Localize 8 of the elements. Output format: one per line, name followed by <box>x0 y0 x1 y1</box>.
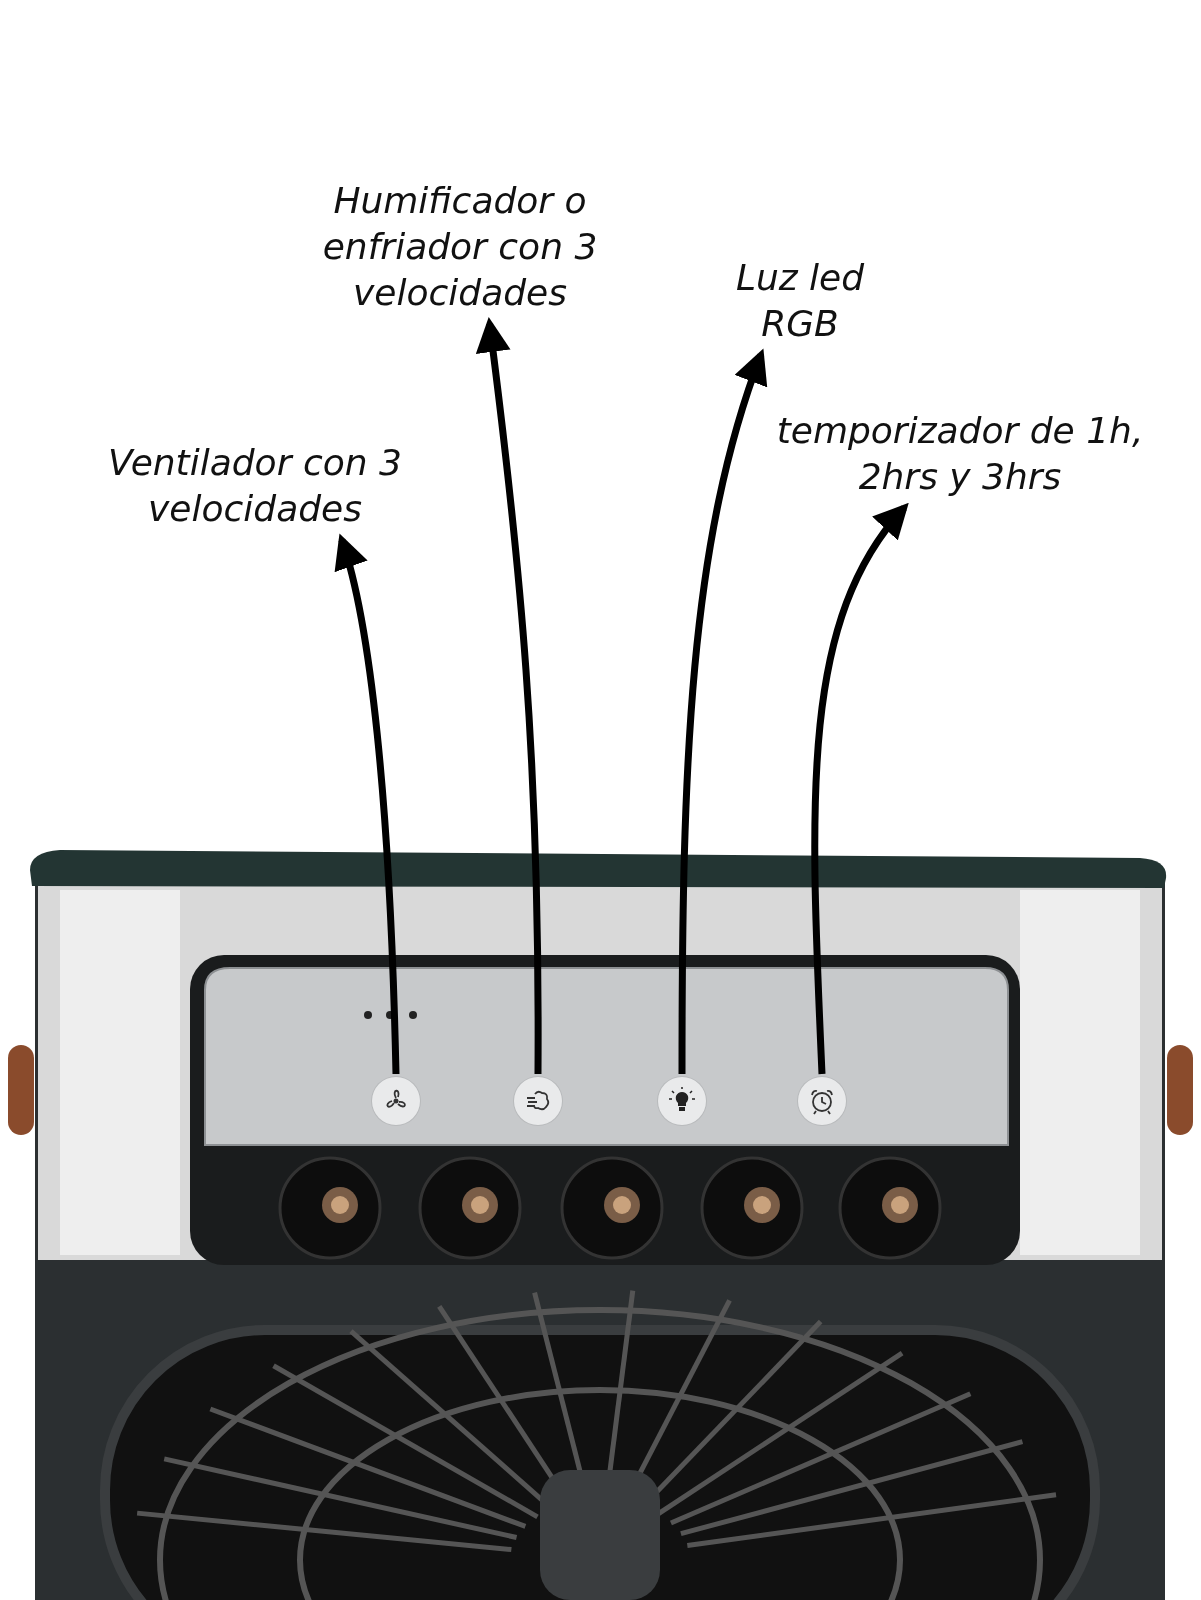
feature-label: temporizador de 1h, 2hrs y 3hrs <box>760 408 1160 500</box>
feature-label: Luz led RGB <box>715 255 885 347</box>
arrow <box>811 502 909 1075</box>
arrow <box>475 317 542 1074</box>
arrow <box>333 533 400 1075</box>
feature-label: Ventilador con 3 velocidades <box>100 440 410 532</box>
arrow <box>678 348 769 1074</box>
feature-label: Humificador o enfriador con 3 velocidades <box>275 178 645 316</box>
